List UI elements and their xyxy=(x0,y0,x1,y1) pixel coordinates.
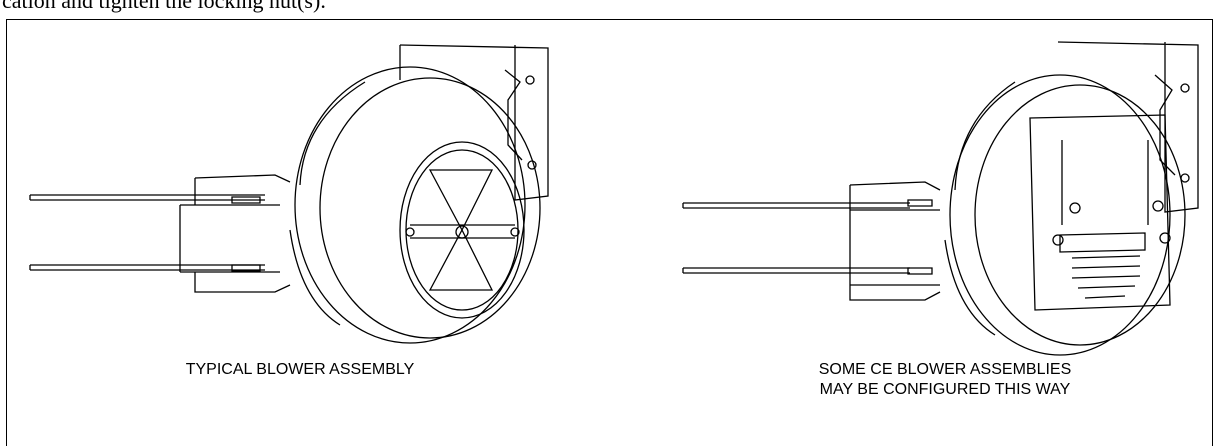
caption-line: TYPICAL BLOWER ASSEMBLY xyxy=(185,361,415,378)
figure-caption-ce: SOME CE BLOWER ASSEMBLIES MAY BE CONFIGU… xyxy=(795,360,1095,400)
figure-frame xyxy=(6,19,1213,446)
intro-text-fragment: cation and tighten the locking nut(s). xyxy=(2,0,326,13)
figure-caption-typical: TYPICAL BLOWER ASSEMBLY xyxy=(150,360,450,380)
caption-line: SOME CE BLOWER ASSEMBLIES xyxy=(818,361,1072,378)
caption-line: MAY BE CONFIGURED THIS WAY xyxy=(819,381,1071,398)
